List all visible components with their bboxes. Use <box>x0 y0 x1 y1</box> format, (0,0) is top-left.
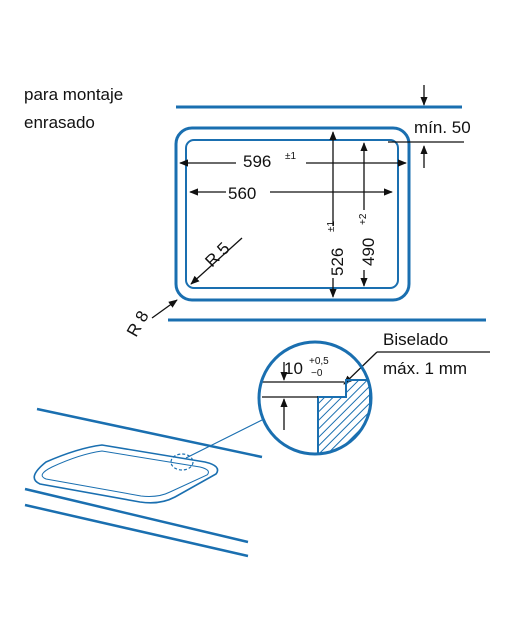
detail-circle <box>257 340 373 456</box>
depth-tolerance-minus: −0 <box>311 368 323 379</box>
inner-radius-leader <box>190 237 243 285</box>
mount-note-line1: para montaje <box>24 85 123 104</box>
outer-radius-label: R 8 <box>123 308 153 340</box>
cutout-inner-contour <box>185 139 399 289</box>
depth-label: 10 <box>284 359 303 378</box>
outer-depth-tolerance: ±1 <box>326 221 337 232</box>
cutout-outer-contour <box>174 126 411 302</box>
inner-radius-label: R 5 <box>201 239 233 271</box>
inner-width-label-bg <box>226 182 270 202</box>
outer-depth-label: 526 <box>328 248 347 276</box>
outer-width-tolerance: ±1 <box>285 151 296 162</box>
detail-marker-ellipse <box>170 453 194 471</box>
bevel-title: Biselado <box>383 330 448 349</box>
detail-section <box>262 379 371 454</box>
outer-width-label: 596 <box>243 152 271 171</box>
inner-depth-label-bg <box>353 210 375 270</box>
detail-connector <box>185 419 263 459</box>
hob-perspective-inner-outline <box>41 450 209 497</box>
outer-depth-label-bg <box>322 226 344 278</box>
worktop-perspective-front-edge-top <box>24 487 249 544</box>
worktop-perspective-back-edge <box>36 407 263 459</box>
worktop-section-hatch <box>317 379 371 454</box>
outer-width-label-bg <box>236 150 306 170</box>
outer-radius-leader <box>151 299 178 319</box>
inner-width-label: 560 <box>228 184 256 203</box>
depth-tolerance-plus: +0,5 <box>309 356 329 367</box>
min-gap-label: mín. 50 <box>414 118 471 137</box>
inner-depth-label: 490 <box>359 238 378 266</box>
bevel-leader <box>343 351 378 385</box>
mount-note-line2: enrasado <box>24 113 95 132</box>
hob-perspective-outline <box>33 444 219 504</box>
worktop-perspective-front-edge-bottom <box>24 503 249 558</box>
inner-depth-tolerance: +2 <box>358 213 369 225</box>
bevel-max: máx. 1 mm <box>383 359 467 378</box>
